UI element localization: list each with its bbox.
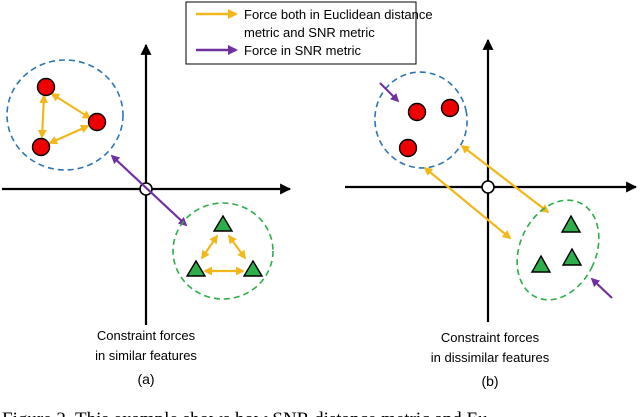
- panel-a-red-cluster-outline: [6, 59, 124, 171]
- panel-b-yellow-force: [460, 144, 550, 214]
- panel-b-caption-line2: in dissimilar features: [431, 350, 550, 365]
- panel-a-green-point: [212, 214, 234, 232]
- panel-b-red-point: [398, 138, 418, 158]
- panel-b-red-point: [440, 98, 460, 118]
- panel-b-purple-force: [379, 82, 400, 103]
- panel-a-red-point: [87, 112, 107, 132]
- panel-a-label: (a): [137, 371, 154, 387]
- panel-a-green-point: [185, 259, 207, 277]
- figure-caption: Figure 2. This example shows how SNR dis…: [2, 409, 488, 417]
- panel-b-green-point: [560, 214, 582, 233]
- panel-b-green-point: [530, 254, 552, 273]
- legend-purple-label: Force in SNR metric: [244, 43, 362, 58]
- panel-a-green-cluster-outline: [172, 202, 274, 300]
- panel-a-red-point: [36, 77, 56, 97]
- panel-b-green-cluster-outline: [516, 199, 600, 301]
- panel-b-green-point: [561, 247, 583, 266]
- legend-yellow-label-line2: metric and SNR metric: [244, 25, 375, 40]
- legend-box: [185, 1, 417, 65]
- panel-b: Constraint forces in dissimilar features…: [345, 38, 638, 389]
- panel-a: Constraint forces in similar features (a…: [2, 43, 292, 387]
- panel-b-label: (b): [481, 373, 498, 389]
- panel-b-caption-line1: Constraint forces: [441, 330, 540, 345]
- panel-b-origin: [481, 180, 495, 194]
- panel-a-purple-force: [110, 154, 188, 227]
- legend-yellow-label-line1: Force both in Euclidean distance: [244, 7, 433, 22]
- panel-a-green-point: [242, 259, 264, 277]
- panel-a-caption-line1: Constraint forces: [97, 328, 196, 343]
- legend: Force both in Euclidean distance metric …: [185, 1, 433, 65]
- panel-a-caption-line2: in similar features: [95, 348, 197, 363]
- panel-b-red-point: [407, 102, 427, 122]
- panel-a-red-point: [31, 137, 51, 157]
- panel-b-yellow-force: [423, 166, 512, 240]
- panel-b-purple-force: [590, 277, 613, 299]
- panel-a-green-cluster-forces: [201, 234, 247, 276]
- panel-a-red-cluster-forces: [37, 93, 92, 145]
